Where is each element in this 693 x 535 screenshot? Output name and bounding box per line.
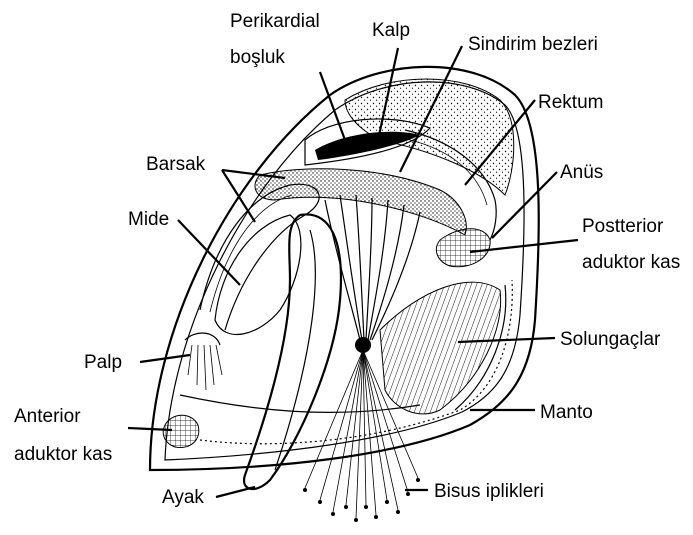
label-rektum: Rektum — [538, 92, 603, 113]
label-bisus: Bisus iplikleri — [434, 481, 544, 502]
label-anterior-2: aduktor kas — [14, 444, 112, 465]
label-manto: Manto — [540, 402, 593, 423]
mantle-inner — [180, 395, 420, 412]
label-perikardial-1: Perikardial — [230, 11, 320, 32]
anterior-adductor — [163, 415, 199, 447]
label-anus: Anüs — [560, 162, 603, 183]
digestive-gland — [255, 169, 466, 235]
label-barsak: Barsak — [146, 154, 206, 175]
mussel-illustration — [150, 67, 539, 522]
intestine — [200, 184, 319, 330]
intestine-inner — [210, 195, 292, 312]
label-mide: Mide — [128, 209, 169, 230]
label-ayak: Ayak — [162, 487, 204, 508]
gills — [380, 282, 501, 414]
label-kalp: Kalp — [372, 20, 410, 41]
label-posterior-1: Postterior — [582, 216, 664, 237]
labial-palp — [185, 333, 222, 390]
label-posterior-2: aduktor kas — [582, 252, 680, 273]
label-perikardial-2: boşluk — [230, 47, 285, 68]
leader-ayak — [216, 487, 255, 497]
label-palp: Palp — [84, 352, 122, 373]
foot — [244, 214, 341, 489]
posterior-adductor — [436, 229, 490, 267]
label-sindirim: Sindirim bezleri — [468, 34, 598, 55]
leader-mide — [178, 220, 240, 285]
label-anterior-1: Anterior — [14, 406, 81, 427]
label-solungaclar: Solungaçlar — [560, 329, 661, 350]
